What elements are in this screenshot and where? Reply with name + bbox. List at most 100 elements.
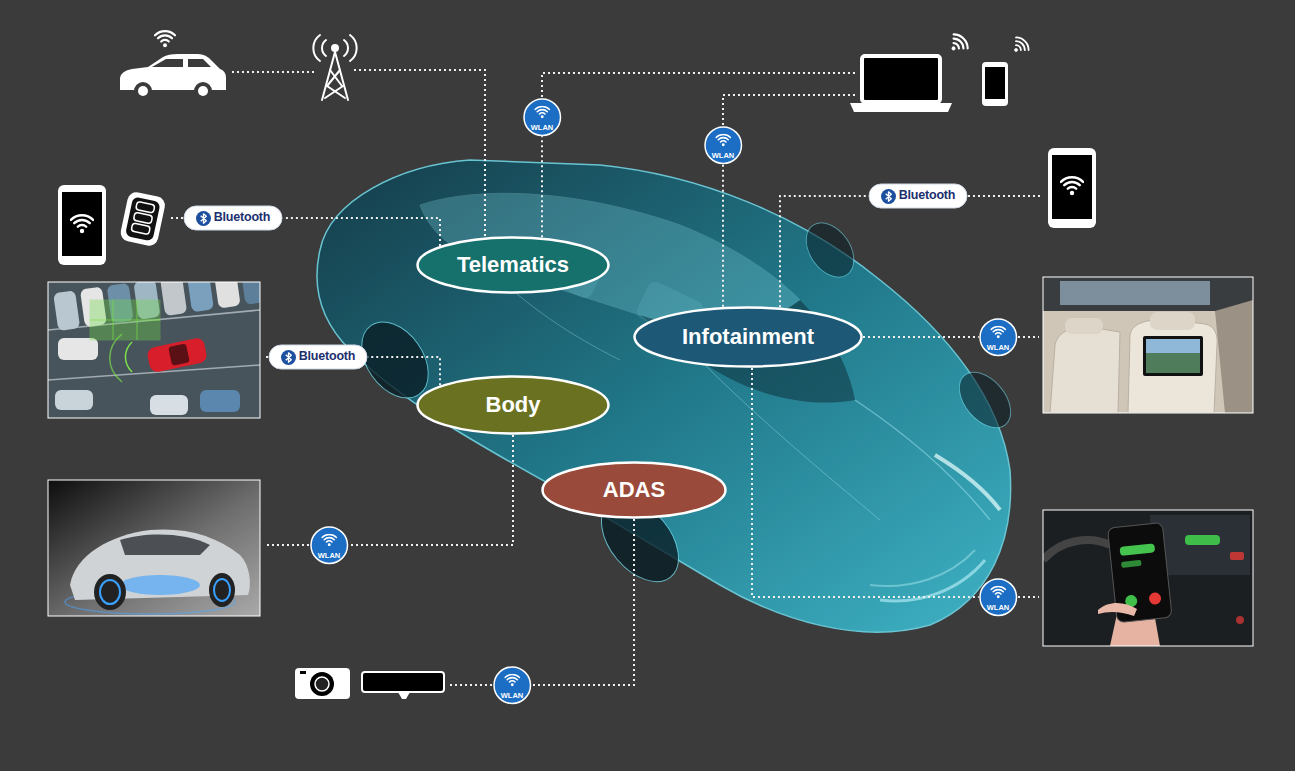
wlan-badge: WLAN [493, 666, 532, 705]
photo-frame [1043, 277, 1253, 413]
rear-seat-photo [1150, 312, 1195, 330]
badge-label: Bluetooth [214, 211, 271, 225]
badge-label: Bluetooth [299, 350, 356, 364]
badge-pill [269, 345, 367, 369]
cell-tower-icon [313, 35, 356, 100]
badge-pill [184, 206, 282, 230]
parking-photo [168, 343, 190, 365]
phone-app-photo [1230, 552, 1244, 560]
wifi-symbol [991, 586, 1005, 598]
parking-photo [150, 395, 188, 415]
domain-ellipse: Telematics [416, 236, 610, 294]
rear-seat-photo [1060, 281, 1210, 305]
badge-label: WLAN [501, 692, 524, 700]
bluetooth-logo [285, 352, 291, 361]
badge-circle [705, 127, 742, 164]
node-content: Telematics [457, 252, 569, 277]
rear-seat-photo [1043, 277, 1253, 413]
rear-seat-photo [1128, 320, 1217, 413]
domain-ellipse: ADAS [541, 461, 727, 519]
wifi-symbol [991, 326, 1005, 338]
phone-icon [1048, 148, 1096, 228]
wifi-symbol [1061, 177, 1083, 195]
phone-icon [982, 62, 1008, 106]
domain-ellipse: Body [416, 375, 610, 435]
wlan-badge: WLAN [704, 126, 743, 165]
camera-icon [295, 668, 350, 699]
concept-car-photo [48, 480, 260, 616]
node-content: WLAN [531, 124, 554, 137]
cell-tower-icon [313, 35, 320, 61]
domain-label: Telematics [457, 252, 569, 277]
node-content: WLAN [712, 152, 735, 165]
camera-icon [300, 671, 306, 674]
concept-car-photo [94, 574, 126, 610]
bluetooth-logo [885, 191, 891, 200]
cell-tower-icon [332, 45, 338, 51]
rear-seat-photo [1043, 277, 1253, 311]
key-fob-icon [119, 191, 167, 248]
cell-tower-icon [344, 40, 348, 56]
node-content: WLAN [318, 552, 341, 565]
car-illustration [855, 400, 990, 520]
wifi-symbol [1009, 35, 1032, 58]
phone-app-photo [1043, 510, 1253, 646]
rear-seat-photo [1215, 300, 1253, 413]
concept-car-photo [100, 580, 120, 604]
car-icon [198, 86, 208, 96]
badge-label: WLAN [987, 344, 1010, 352]
laptop-icon [850, 56, 952, 112]
phone-app-photo [1121, 560, 1142, 568]
badge-label: WLAN [987, 604, 1010, 612]
phone-icon [985, 67, 1005, 99]
badge-circle [980, 319, 1017, 356]
bluetooth-logo [281, 350, 296, 365]
rear-seat-photo [1146, 339, 1200, 373]
dotted-connector [348, 435, 513, 545]
laptop-icon [862, 56, 940, 102]
domain-label: Body [486, 392, 541, 417]
dashcam-icon [362, 672, 444, 692]
node-content: WLAN [987, 344, 1010, 357]
badge-label: WLAN [531, 124, 554, 132]
wlan-badge: WLAN [979, 318, 1018, 357]
phone-app-photo [1236, 616, 1244, 624]
node-content: Bluetooth [196, 211, 271, 226]
parking-photo [58, 338, 98, 360]
domain-label: ADAS [603, 477, 665, 502]
badge-circle [524, 99, 561, 136]
ellipse-outline [418, 377, 609, 434]
phone-app-photo [1043, 540, 1110, 560]
phone-icon [1052, 155, 1092, 219]
phone-icon [1048, 148, 1096, 228]
concept-car-photo [48, 480, 260, 616]
wifi-symbol [945, 31, 971, 57]
badge-label: WLAN [712, 152, 735, 160]
camera-icon [295, 668, 350, 699]
rear-seat-photo [1146, 339, 1200, 353]
parking-photo [53, 290, 80, 331]
concept-car-photo [209, 573, 235, 607]
node-content: Infotainment [682, 324, 814, 349]
bluetooth-badge: Bluetooth [868, 183, 968, 209]
car-icon [188, 59, 211, 67]
key-fob-icon [131, 223, 150, 235]
dashcam-icon [398, 692, 410, 699]
wifi-symbol [505, 674, 519, 686]
concept-car-photo [120, 575, 200, 595]
wifi-symbol [155, 31, 175, 47]
parking-photo [55, 390, 93, 410]
car-illustration [700, 360, 880, 520]
parking-photo [90, 300, 160, 340]
car-illustration [317, 160, 1021, 632]
dotted-connector [863, 336, 979, 338]
wlan-badge: WLAN [979, 578, 1018, 617]
dashcam-icon [362, 672, 444, 699]
phone-icon [58, 185, 106, 265]
badge-pill [869, 184, 967, 208]
dotted-connector [283, 218, 440, 246]
cell-tower-icon [325, 86, 343, 98]
